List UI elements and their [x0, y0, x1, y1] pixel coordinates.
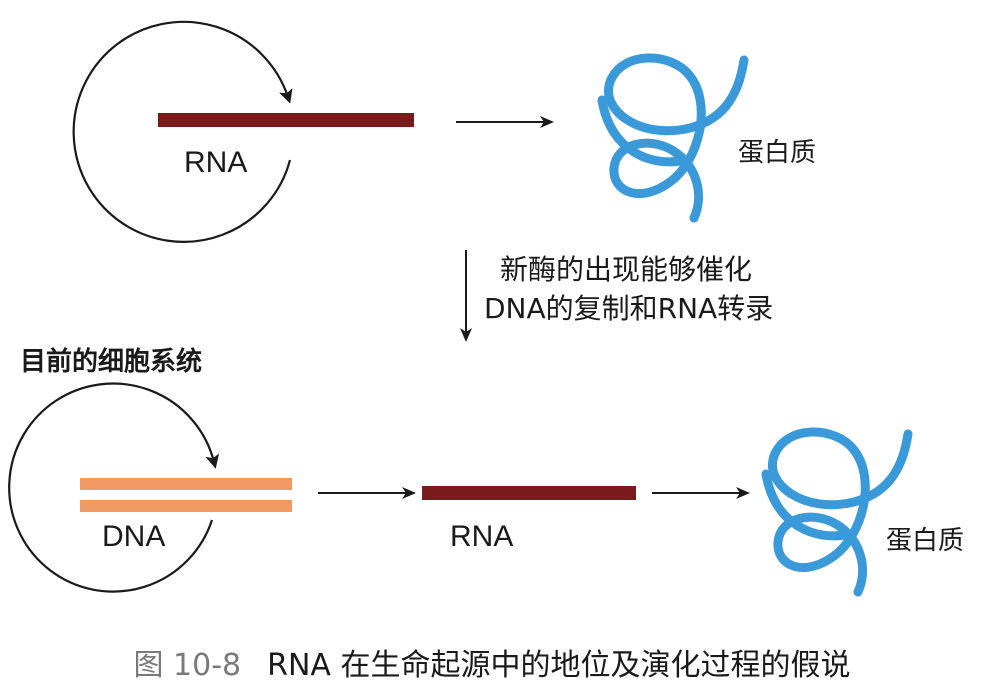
- bottom-replication-cycle-arrow: [8, 382, 220, 593]
- dna-strand-upper: [80, 478, 292, 490]
- dna-strand-lower: [80, 500, 292, 512]
- cropped-heading-top: [56, 0, 576, 4]
- bottom-protein-label: 蛋白质: [886, 526, 965, 556]
- top-rna-label: RNA: [184, 146, 248, 179]
- bottom-section-title: 目前的细胞系统: [20, 347, 203, 377]
- bottom-protein-knot: [761, 427, 913, 597]
- transition-text-line1: 新酶的出现能够催化: [500, 253, 753, 286]
- top-protein-label: 蛋白质: [738, 138, 817, 168]
- dna-label: DNA: [102, 520, 166, 553]
- top-protein-knot: [597, 53, 749, 223]
- top-rna-strand: [158, 113, 414, 127]
- figure-caption: 图 10-8 RNA 在生命起源中的地位及演化过程的假说: [0, 640, 984, 684]
- caption-text: RNA 在生命起源中的地位及演化过程的假说: [267, 648, 851, 683]
- bottom-rna-label: RNA: [450, 520, 514, 553]
- transition-text-line2: DNA的复制和RNA转录: [484, 292, 774, 325]
- figure-number: 图 10-8: [133, 648, 242, 683]
- top-replication-cycle-arrow: [72, 20, 293, 243]
- bottom-rna-strand: [422, 486, 636, 500]
